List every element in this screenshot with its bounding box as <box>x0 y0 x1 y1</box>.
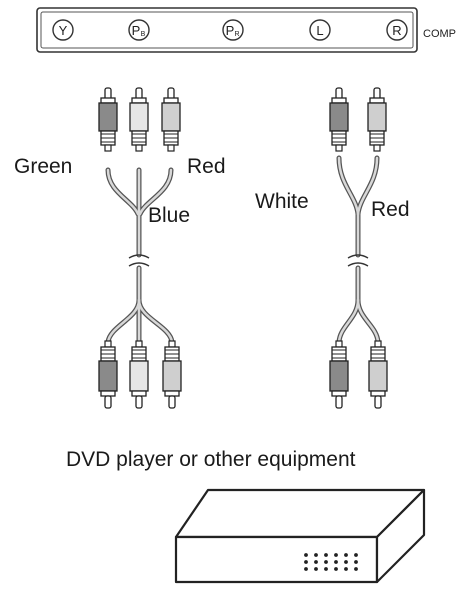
jack-y[interactable]: Y <box>52 19 74 41</box>
label-red-component: Red <box>187 155 226 178</box>
dvd-player-icon <box>174 488 426 584</box>
device-caption: DVD player or other equipment <box>66 448 356 471</box>
panel-tag: COMP <box>423 28 456 40</box>
jack-r[interactable]: R <box>386 19 408 41</box>
plug-bottom-green <box>98 340 118 409</box>
jack-pb-sub: B <box>141 31 146 38</box>
plug-top-green <box>98 87 118 152</box>
plug-bottom-red <box>162 340 182 409</box>
jack-pb[interactable]: P B <box>128 19 150 41</box>
label-white: White <box>255 190 309 213</box>
jack-pr-sub: R <box>234 31 239 38</box>
jack-pb-label: P <box>132 23 141 38</box>
av-input-panel: Y P B P R L R COMP <box>36 7 456 53</box>
label-blue: Blue <box>148 204 190 227</box>
plug-bottom-white <box>329 340 349 409</box>
jack-l[interactable]: L <box>309 19 331 41</box>
label-red-audio: Red <box>371 198 410 221</box>
plug-top-red <box>161 87 181 152</box>
jack-pr[interactable]: P R <box>222 19 244 41</box>
plug-bottom-blue <box>129 340 149 409</box>
jack-r-label: R <box>392 23 401 38</box>
audio-cable: White Red <box>255 87 410 409</box>
label-green: Green <box>14 155 72 178</box>
vent-dots <box>304 553 358 571</box>
plug-top-blue <box>129 87 149 152</box>
plug-top-white <box>329 87 349 152</box>
jack-l-label: L <box>316 23 323 38</box>
plug-top-red-audio <box>367 87 387 152</box>
plug-bottom-red-audio <box>368 340 388 409</box>
jack-pr-label: P <box>226 23 235 38</box>
component-cable: Green Red Blue <box>14 87 226 409</box>
jack-y-label: Y <box>59 23 68 38</box>
